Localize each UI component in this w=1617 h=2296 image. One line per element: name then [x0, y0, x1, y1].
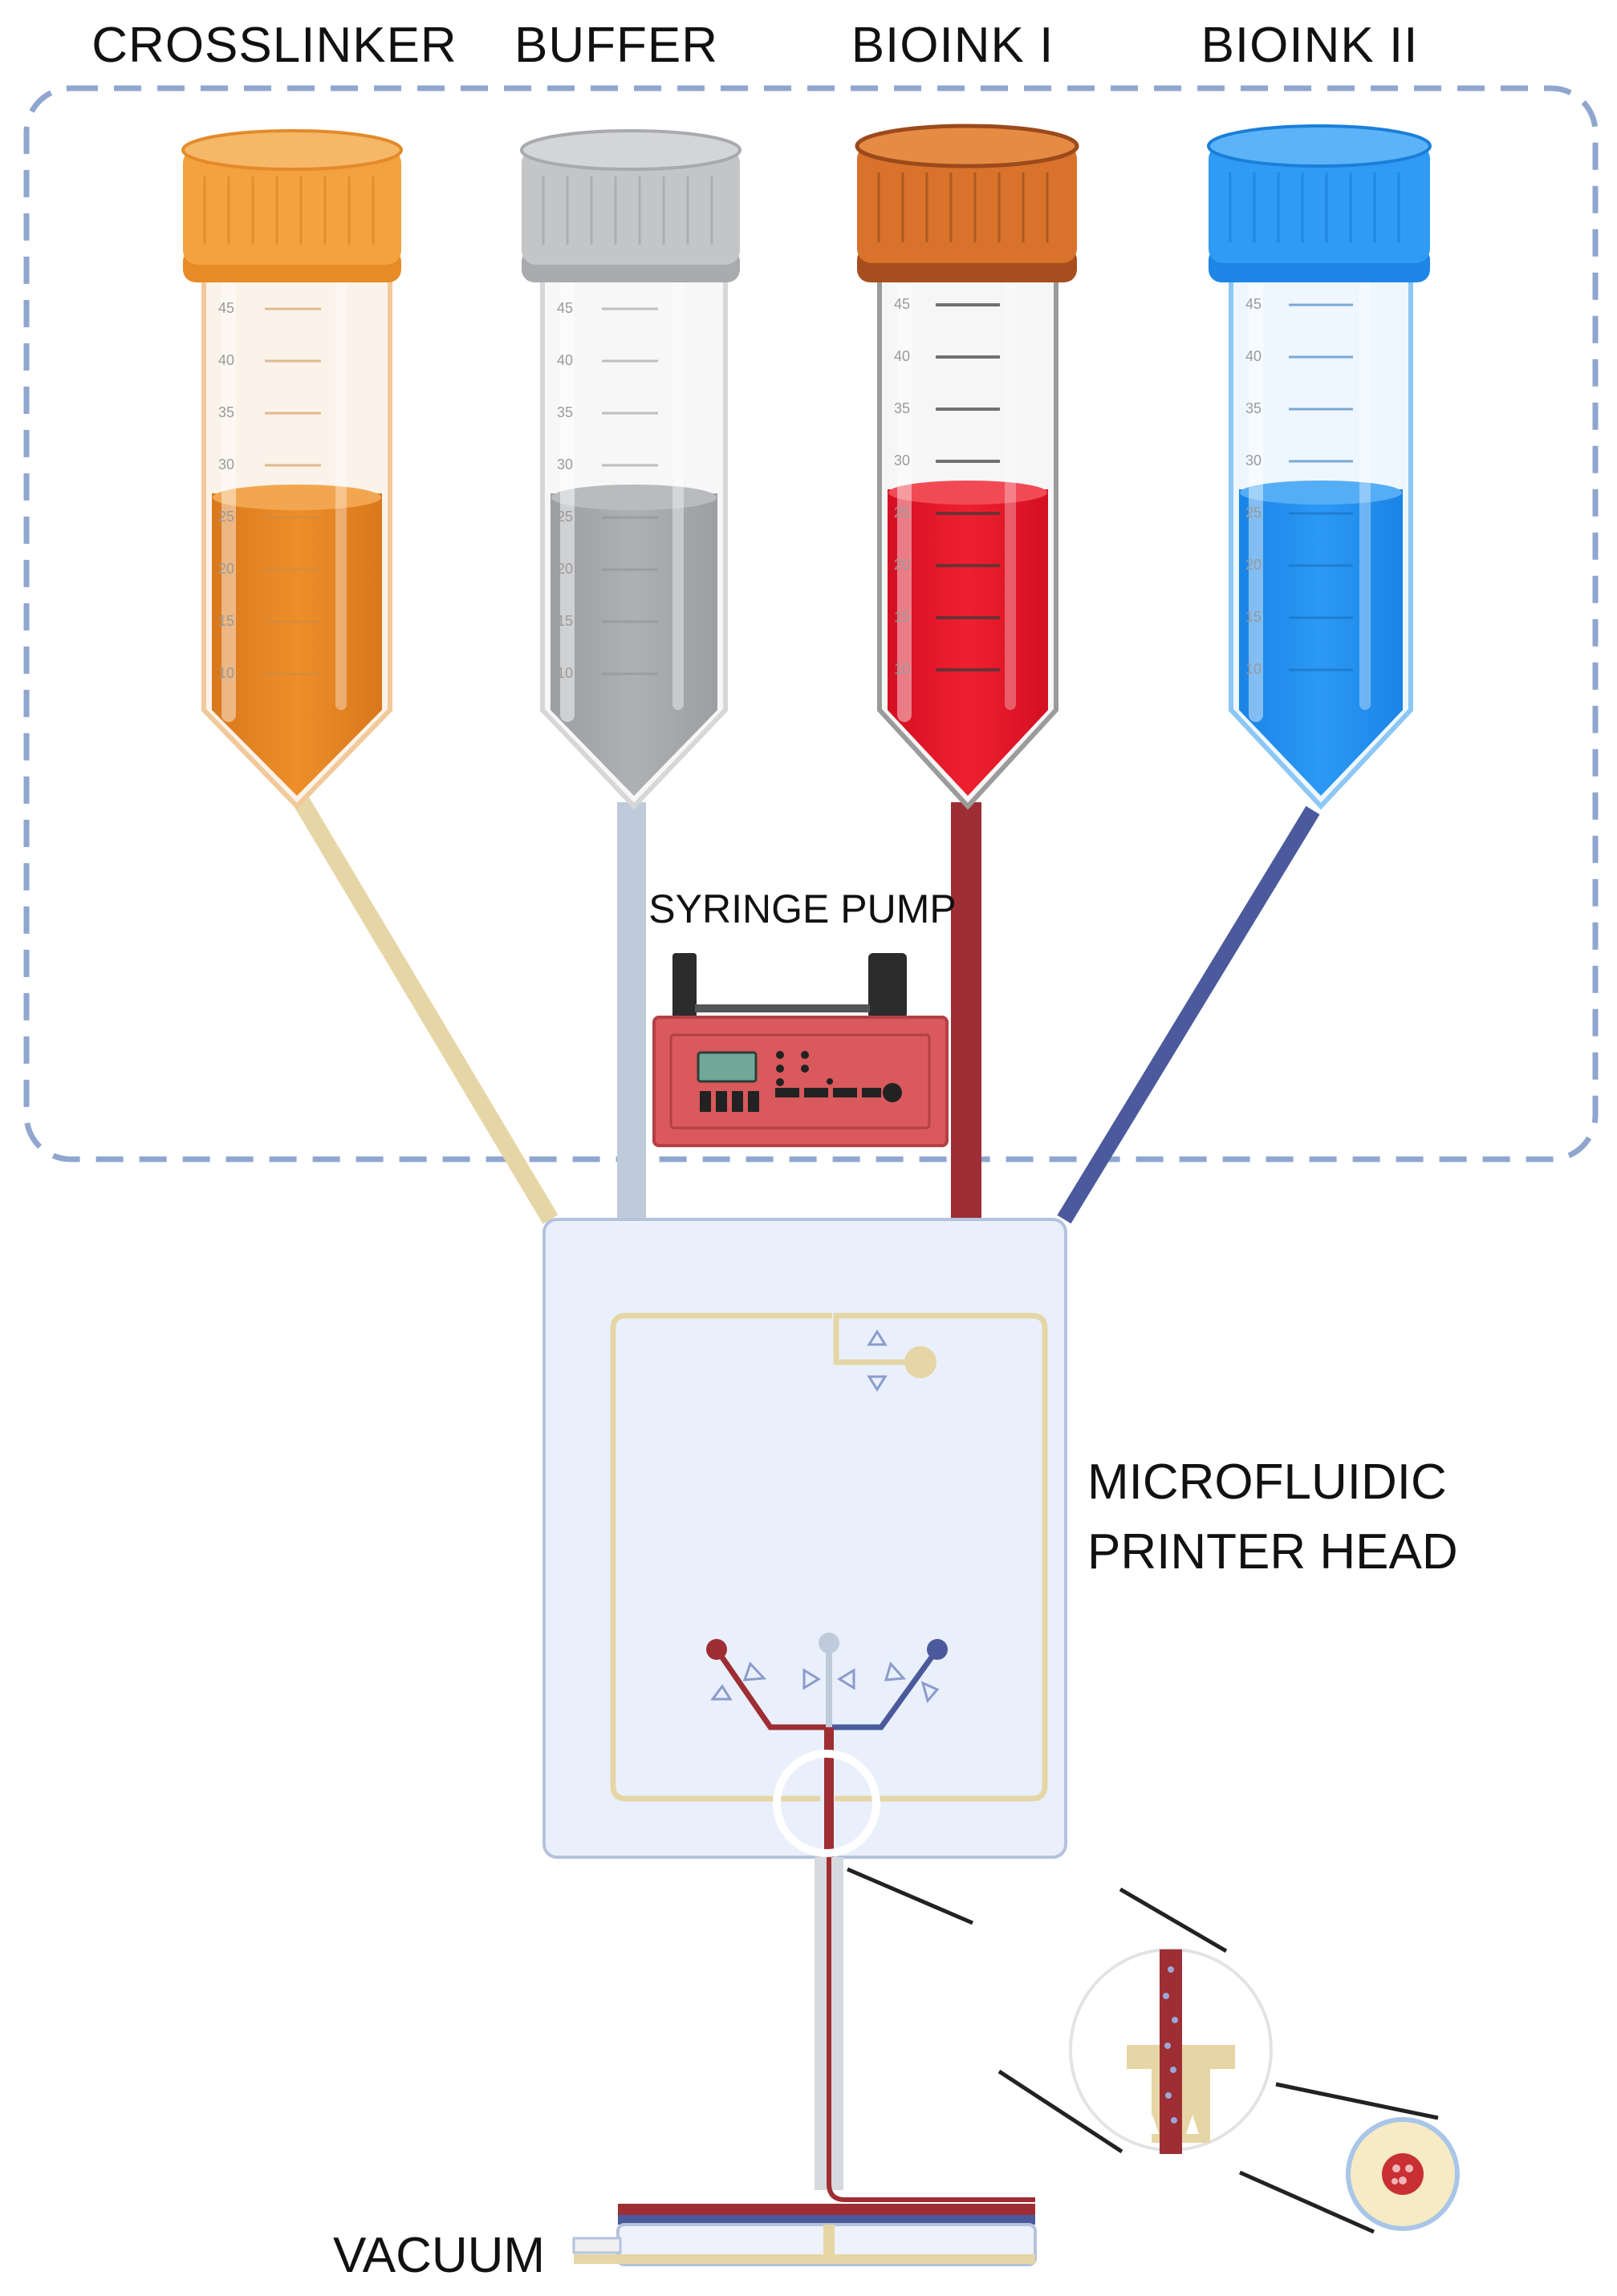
- vacuum-stage: [572, 2204, 1037, 2266]
- label-buffer: BUFFER: [514, 18, 718, 73]
- label-bioink-2: BIOINK II: [1201, 18, 1419, 73]
- label-crosslinker: CROSSLINKER: [91, 18, 457, 73]
- grad-crosslinker-40: 40: [218, 352, 234, 368]
- label-bioink-1: BIOINK I: [851, 18, 1054, 73]
- grad-bioink2-20: 20: [1245, 557, 1262, 573]
- grad-bioink1-25: 25: [894, 505, 910, 521]
- reservoir-frame: [23, 85, 1599, 1162]
- tubing-bioink-2: [1057, 805, 1320, 1224]
- grad-crosslinker-10: 10: [218, 665, 234, 681]
- grad-crosslinker-30: 30: [218, 456, 234, 473]
- grad-bioink2-40: 40: [1245, 348, 1262, 364]
- grad-buffer-15: 15: [557, 613, 573, 629]
- grad-buffer-40: 40: [557, 352, 573, 368]
- grad-crosslinker-35: 35: [218, 404, 234, 420]
- label-printer-head-line2: PRINTER HEAD: [1087, 1524, 1458, 1580]
- fiber-cross-section: [1346, 2117, 1460, 2231]
- grad-buffer-25: 25: [557, 509, 573, 525]
- zoom-lines: [847, 1867, 1439, 2234]
- grad-buffer-30: 30: [557, 456, 573, 473]
- grad-crosslinker-20: 20: [218, 561, 234, 577]
- grad-bioink2-45: 45: [1245, 296, 1262, 312]
- grad-bioink1-35: 35: [894, 400, 910, 416]
- tube-buffer: 45 40 35 30 25 20 15 10: [520, 129, 741, 810]
- printer-head: [542, 1218, 1067, 1859]
- printer-head-channels: [610, 1312, 1048, 1861]
- grad-bioink1-20: 20: [894, 557, 910, 573]
- label-printer-head-line1: MICROFLUIDIC: [1087, 1454, 1447, 1510]
- grad-buffer-35: 35: [557, 404, 573, 420]
- grad-bioink1-30: 30: [894, 452, 910, 469]
- grad-bioink1-15: 15: [894, 609, 910, 625]
- grad-bioink2-15: 15: [1245, 609, 1262, 625]
- tube-bioink-1: 45 40 35 30 25 20 15 10: [855, 124, 1079, 810]
- syringe-pump: [652, 953, 949, 1147]
- grad-crosslinker-25: 25: [218, 509, 234, 525]
- grad-buffer-20: 20: [557, 561, 573, 577]
- grad-bioink2-35: 35: [1245, 400, 1262, 416]
- grad-crosslinker-15: 15: [218, 613, 234, 629]
- grad-crosslinker-45: 45: [218, 300, 234, 316]
- tube-crosslinker: 45 40 35 30 25 20 15 10: [181, 129, 403, 810]
- magnified-nozzle: [1069, 1948, 1273, 2154]
- grad-buffer-45: 45: [557, 300, 573, 316]
- tube-bioink-2: 45 40 35 30 25 20 15 10: [1207, 124, 1432, 810]
- grad-bioink1-45: 45: [894, 296, 910, 312]
- grad-bioink1-40: 40: [894, 348, 910, 364]
- grad-bioink2-30: 30: [1245, 452, 1262, 469]
- grad-bioink2-25: 25: [1245, 505, 1262, 521]
- grad-bioink1-10: 10: [894, 661, 910, 677]
- outlet-tubing: [815, 1857, 1035, 2202]
- grad-bioink2-10: 10: [1245, 661, 1262, 677]
- label-vacuum: VACUUM: [333, 2228, 545, 2283]
- tubing-crosslinker: [289, 789, 559, 1224]
- grad-buffer-10: 10: [557, 665, 573, 681]
- label-syringe-pump: SYRINGE PUMP: [648, 886, 956, 931]
